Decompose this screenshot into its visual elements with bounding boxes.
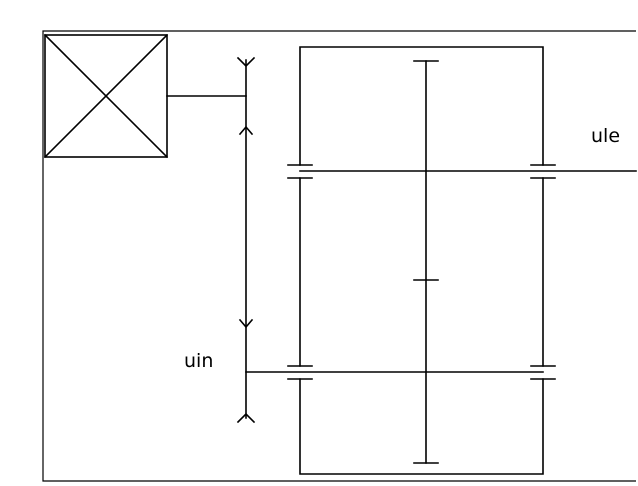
output-shaft-label: ule bbox=[591, 125, 620, 147]
belt-drive bbox=[236, 56, 256, 424]
bearing-right-top bbox=[530, 164, 556, 179]
motor-block bbox=[43, 33, 169, 159]
bearing-right-bottom bbox=[530, 365, 556, 380]
input-shaft-label: uin bbox=[184, 350, 213, 372]
gearbox-housing bbox=[299, 46, 544, 475]
frame-border bbox=[42, 30, 636, 482]
bearing-left-bottom bbox=[287, 365, 313, 380]
bearing-left-top bbox=[287, 164, 313, 179]
gear-pair bbox=[413, 60, 439, 464]
